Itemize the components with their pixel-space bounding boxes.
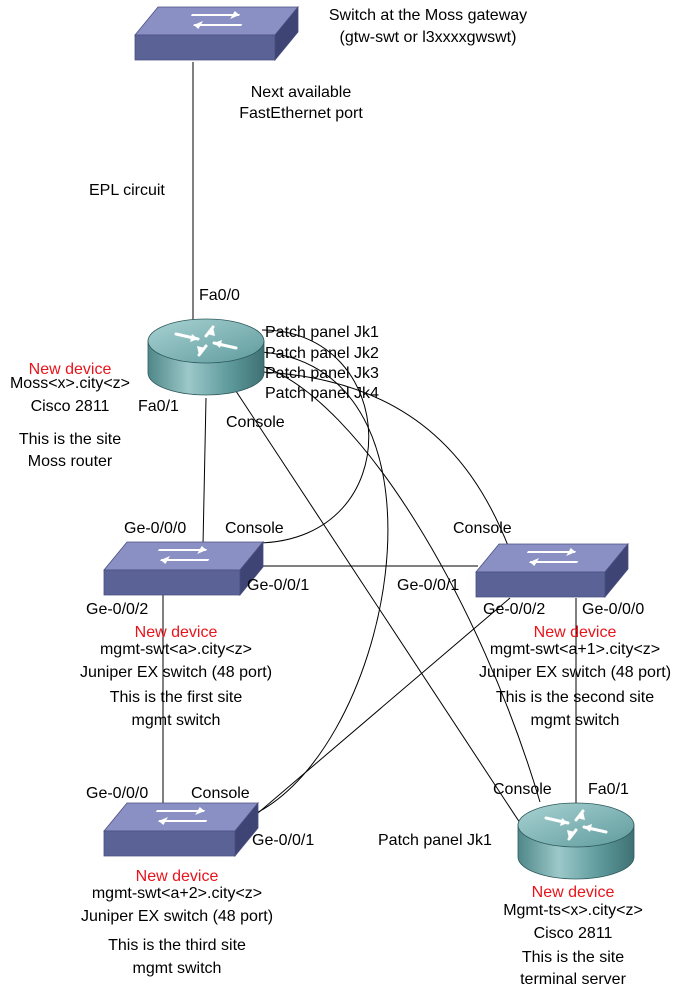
patch-jk1-to-switch1-console [257,329,370,544]
switch1-hostname: mgmt-swt<a>.city<z> [99,641,253,658]
switch3-description-2: mgmt switch [132,960,222,977]
switch1-description-2: mgmt switch [131,712,221,729]
switch1-port-ge001: Ge-0/0/1 [247,577,310,594]
switch2-port-ge000: Ge-0/0/0 [582,601,645,618]
patch-jk2-to-switch3-console [239,351,389,821]
ts-hostname: Mgmt-ts<x>.city<z> [503,902,643,919]
router-console-label: Console [226,414,285,431]
switch2-description-2: mgmt switch [530,712,620,729]
switch3-new-device-badge: New device [135,868,219,885]
switch2-port-ge002: Ge-0/0/2 [483,601,546,618]
router-patch-jk1: Patch panel Jk1 [265,324,379,341]
gateway-port-note: Next available [250,84,352,101]
gateway-switch-icon [134,5,299,62]
switch1-icon [103,540,264,597]
switch1-port-ge002: Ge-0/0/2 [86,601,149,618]
switch2-console-label: Console [453,520,512,537]
switch3-description: This is the third site [108,937,246,954]
router-port-fa01: Fa0/1 [138,398,179,415]
gateway-port-note-2: FastEthernet port [239,105,363,122]
ts-port-fa01: Fa0/1 [588,781,629,798]
switch3-port-ge001: Ge-0/0/1 [252,832,315,849]
site-router-icon [147,318,265,396]
router-console-to-ts-link [229,381,523,827]
switch2-description: This is the second site [495,689,655,706]
epl-circuit-label: EPL circuit [89,182,165,199]
router-to-switch1-link [202,397,207,546]
switch2-icon [475,542,629,599]
router-new-device-badge: New device [28,361,112,378]
router-patch-jk3: Patch panel Jk3 [265,365,379,382]
gateway-hostname: (gtw-swt or l3xxxxgwswt) [339,29,517,46]
switch2-model: Juniper EX switch (48 port) [478,664,672,681]
switch3-model: Juniper EX switch (48 port) [80,908,274,925]
switch3-console-label: Console [191,785,250,802]
router-patch-jk2: Patch panel Jk2 [265,345,379,362]
ts-description-2: terminal server [520,971,626,988]
switch1-port-ge000: Ge-0/0/0 [124,520,187,537]
switch1-new-device-badge: New device [134,624,218,641]
connections [162,62,577,831]
gateway-title: Switch at the Moss gateway [328,7,528,24]
patch-jk4-to-switch2-console [261,371,513,557]
switch1-model: Juniper EX switch (48 port) [79,664,273,681]
switch2-new-device-badge: New device [533,624,617,641]
router-model: Cisco 2811 [30,398,110,415]
ts-description: This is the site [521,949,625,966]
switch1-description: This is the first site [109,689,243,706]
switch2-to-switch3-link [237,597,511,831]
router-description: This is the site [18,431,122,448]
switch2-hostname: mgmt-swt<a+1>.city<z> [489,641,661,658]
switch3-hostname: mgmt-swt<a+2>.city<z> [91,885,263,902]
switch2-port-ge001: Ge-0/0/1 [397,577,460,594]
switch1-console-label: Console [225,520,284,537]
switch3-icon [103,801,259,858]
ts-patch-jk1: Patch panel Jk1 [378,832,492,849]
switch3-port-ge000: Ge-0/0/0 [86,785,149,802]
patch-jk3-to-ts-console [261,365,541,803]
terminal-server-router-icon [517,802,635,880]
ts-new-device-badge: New device [531,884,615,901]
ts-console-label: Console [493,781,552,798]
router-description-2: Moss router [27,453,113,470]
ts-model: Cisco 2811 [533,925,613,942]
router-port-fa00: Fa0/0 [199,287,240,304]
router-hostname: Moss<x>.city<z> [9,375,131,392]
router-patch-jk4: Patch panel Jk4 [265,385,379,402]
